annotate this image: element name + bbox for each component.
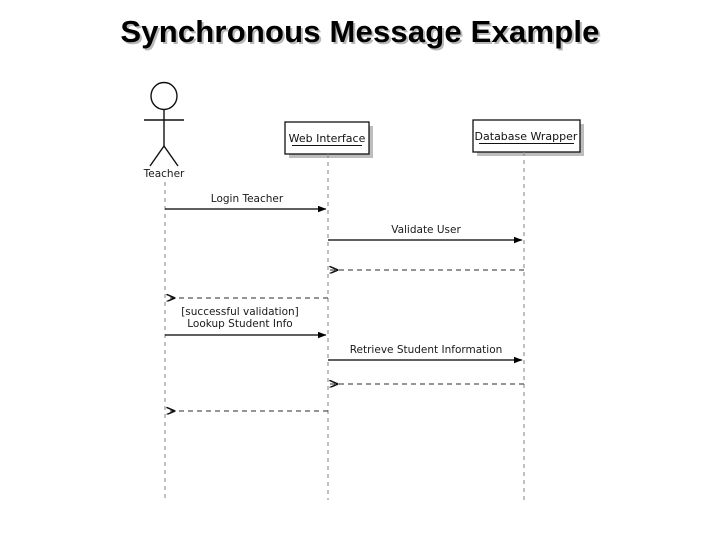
object-database-wrapper[interactable]: Database Wrapper [472,119,584,156]
message-validate-user-label: Validate User [391,224,461,236]
actor-teacher[interactable]: Teacher [143,81,185,181]
message-login-teacher[interactable]: Login Teacher [165,193,327,213]
actor-leg-left [149,145,165,167]
page-title: Synchronous Message Example [120,14,600,49]
actor-label: Teacher [143,168,185,180]
message-login-teacher-label: Login Teacher [211,193,284,205]
message-lookup-student-info-label-line1: [successful validation] [181,306,299,318]
database-wrapper-label: Database Wrapper [475,130,578,143]
database-wrapper-box [472,119,581,153]
web-interface-label: Web Interface [289,132,366,145]
message-lookup-student-info[interactable]: [successful validation] Lookup Student I… [165,306,327,339]
actor-leg-right [163,145,179,167]
object-web-interface[interactable]: Web Interface [284,121,373,158]
message-validate-user[interactable]: Validate User [328,224,523,244]
message-retrieve-student-information-label: Retrieve Student Information [350,344,503,356]
message-retrieve-student-information[interactable]: Retrieve Student Information [328,344,523,364]
web-interface-box [284,121,370,155]
actor-head [150,81,178,111]
message-lookup-student-info-label-line2: Lookup Student Info [187,318,292,330]
